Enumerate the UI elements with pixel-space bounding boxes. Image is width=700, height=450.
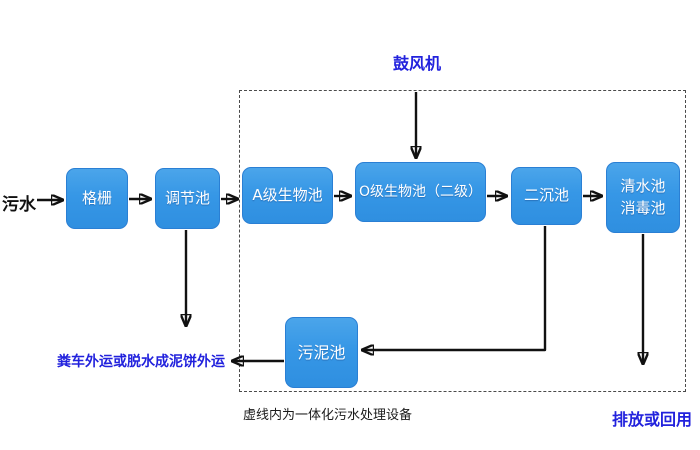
node-a-bio-tank-label: A级生物池 [252,185,323,204]
node-clear-water-label: 清水池 [620,176,666,195]
node-secondary-sedimentation-tank: 二沉池 [511,167,582,225]
node-sludge-tank-label: 污泥池 [297,342,346,362]
boundary-note-label: 虚线内为一体化污水处理设备 [243,408,413,423]
node-o-bio-tank-label: O级生物池（二级） [358,183,483,200]
discharge-label: 排放或回用 [612,410,693,429]
node-secondary-sedimentation-tank-label: 二沉池 [523,186,569,205]
sludge-out-label: 粪车外运或脱水成泥饼外运 [57,354,225,370]
equipment-boundary-dashed-box [239,90,686,392]
node-sludge-tank: 污泥池 [285,317,358,388]
node-clear-water-disinfection-tank: 清水池 消毒池 [606,162,680,233]
blower-label: 鼓风机 [393,54,442,73]
node-grating: 格栅 [66,168,128,229]
node-disinfection-label: 消毒池 [620,198,666,217]
node-regulating-tank-label: 调节池 [164,188,210,207]
node-a-bio-tank: A级生物池 [242,167,333,224]
node-o-bio-tank: O级生物池（二级） [355,162,486,222]
node-regulating-tank: 调节池 [155,168,220,229]
source-label: 污水 [2,195,36,215]
node-grating-label: 格栅 [81,188,112,207]
